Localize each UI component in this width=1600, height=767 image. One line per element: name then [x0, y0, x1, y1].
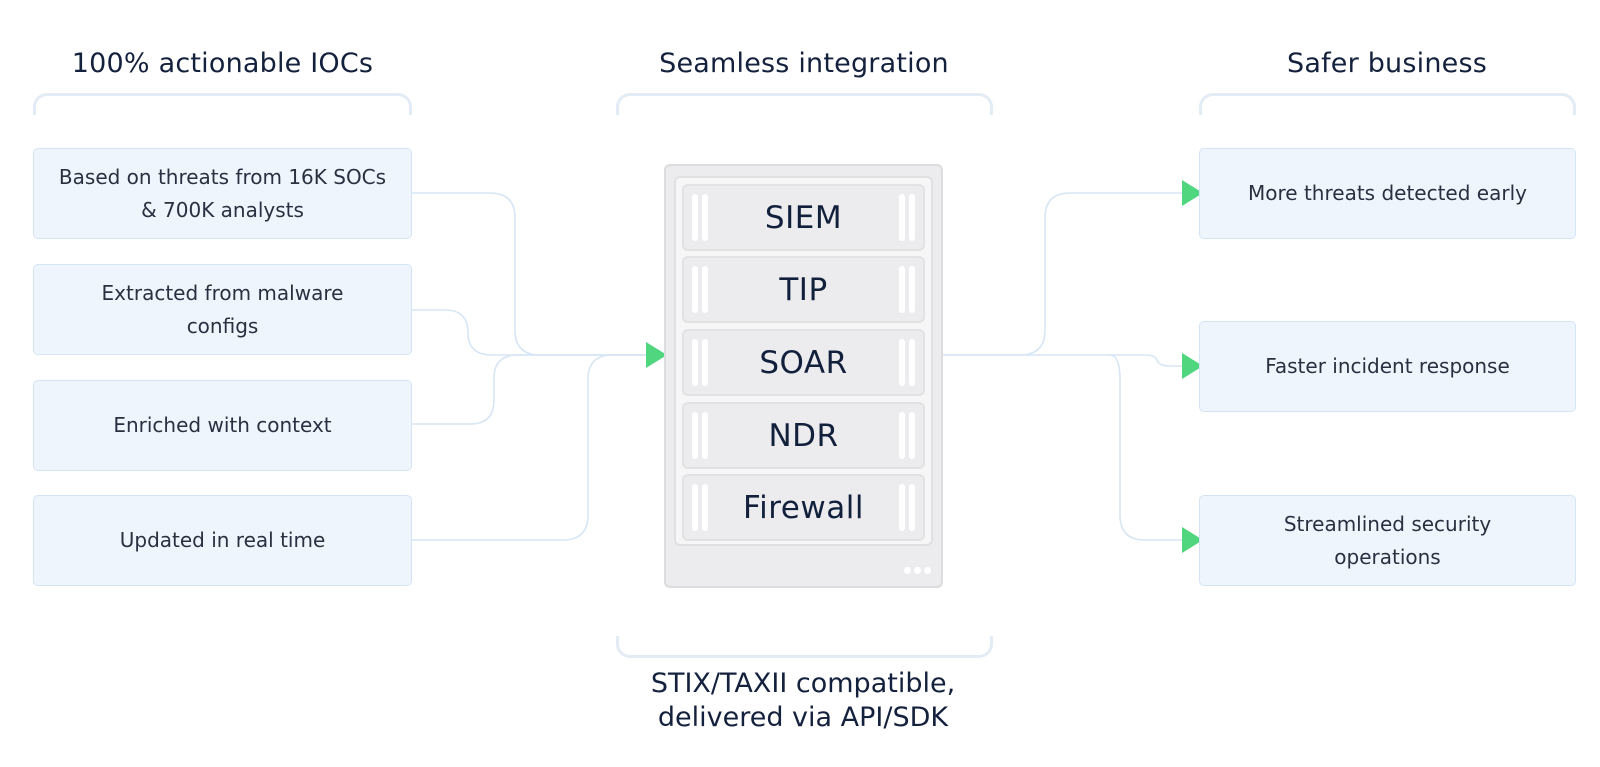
arrow-outcome-3 — [1182, 527, 1203, 553]
slot-rail — [899, 484, 905, 531]
server-slot-label: SIEM — [764, 199, 843, 236]
server-rack-bay: SIEM TIP SOAR NDR Firewa — [674, 176, 933, 546]
delivery-caption: STIX/TAXII compatible, delivered via API… — [603, 667, 1003, 735]
slot-rail — [702, 484, 708, 531]
slot-rail — [909, 266, 915, 313]
arrow-outcome-2 — [1182, 353, 1203, 379]
server-rack: SIEM TIP SOAR NDR Firewa — [664, 164, 943, 588]
slot-rail — [899, 266, 905, 313]
left-bracket — [33, 93, 412, 115]
server-slot-firewall: Firewall — [682, 474, 925, 541]
input-card-threat-sources: Based on threats from 16K SOCs & 700K an… — [33, 148, 412, 239]
connector-output-3 — [1109, 354, 1185, 541]
input-card-real-time: Updated in real time — [33, 495, 412, 586]
server-slot-ndr: NDR — [682, 402, 925, 469]
slot-rail — [702, 339, 708, 386]
status-dot — [924, 567, 931, 574]
outcome-card-security-operations: Streamlined security operations — [1199, 495, 1576, 586]
arrow-into-server — [646, 342, 667, 368]
server-slot-tip: TIP — [682, 256, 925, 323]
slot-rail — [702, 266, 708, 313]
slot-rail — [692, 194, 698, 241]
status-dot — [904, 567, 911, 574]
left-column-title: 100% actionable IOCs — [71, 48, 374, 79]
slot-rail — [702, 194, 708, 241]
server-slot-soar: SOAR — [682, 329, 925, 396]
server-slot-label: TIP — [779, 271, 828, 308]
status-dot — [914, 567, 921, 574]
slot-rail — [909, 412, 915, 459]
input-card-malware-configs: Extracted from malware configs — [33, 264, 412, 355]
outcome-card-label: Faster incident response — [1265, 354, 1510, 378]
connector-input-2 — [412, 309, 650, 356]
delivery-caption-line-1: STIX/TAXII compatible, — [650, 668, 956, 699]
slot-rail — [692, 412, 698, 459]
slot-rail — [692, 266, 698, 313]
outcome-card-label: More threats detected early — [1248, 181, 1527, 205]
slot-rail — [702, 412, 708, 459]
slot-rail — [899, 339, 905, 386]
center-bracket — [616, 93, 993, 115]
input-card-label: Extracted from malware configs — [101, 280, 344, 338]
server-slot-siem: SIEM — [682, 184, 925, 251]
outcome-card-incident-response: Faster incident response — [1199, 321, 1576, 412]
server-slot-label: Firewall — [743, 489, 864, 526]
connector-output-1 — [943, 192, 1185, 356]
connector-input-4 — [412, 354, 650, 541]
outcome-card-threats-detected: More threats detected early — [1199, 148, 1576, 239]
connector-input-1 — [412, 192, 650, 356]
slot-rail — [909, 194, 915, 241]
outcome-card-label: Streamlined security operations — [1283, 511, 1492, 569]
input-card-context: Enriched with context — [33, 380, 412, 471]
slot-rail — [692, 339, 698, 386]
slot-rail — [909, 339, 915, 386]
server-slot-label: SOAR — [759, 344, 848, 381]
connector-input-3 — [412, 354, 650, 425]
slot-rail — [909, 484, 915, 531]
server-status-dots — [904, 567, 931, 574]
arrow-outcome-1 — [1182, 180, 1203, 206]
delivery-caption-line-2: delivered via API/SDK — [657, 702, 949, 733]
input-card-label: Enriched with context — [113, 413, 332, 437]
center-column-title: Seamless integration — [659, 48, 949, 79]
right-column-title: Safer business — [1287, 48, 1487, 79]
connector-output-2 — [943, 354, 1185, 367]
slot-rail — [899, 194, 905, 241]
slot-rail — [899, 412, 905, 459]
bottom-bracket — [616, 636, 993, 658]
input-card-label: Based on threats from 16K SOCs & 700K an… — [58, 164, 387, 222]
input-card-label: Updated in real time — [119, 528, 326, 552]
right-bracket — [1199, 93, 1576, 115]
server-slot-label: NDR — [768, 417, 839, 454]
slot-rail — [692, 484, 698, 531]
